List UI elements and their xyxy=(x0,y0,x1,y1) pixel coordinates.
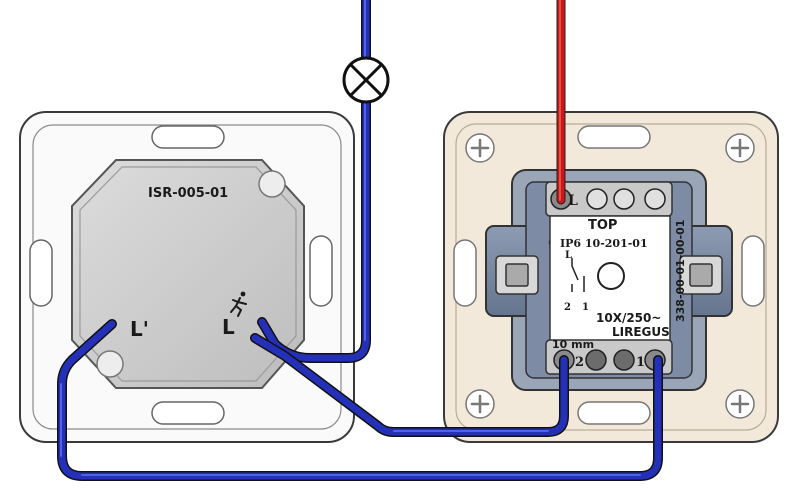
bottom-terminal-block xyxy=(545,339,673,375)
switch-rating: 10X/250~ xyxy=(596,311,661,325)
frame-slot-top xyxy=(577,125,651,149)
sensor-terminal-l: L xyxy=(222,315,235,339)
frame-slot-bottom xyxy=(577,401,651,425)
switch-contact-1: 1 xyxy=(582,302,589,313)
switch-contact-l: L xyxy=(565,250,572,261)
plate-slot-top xyxy=(151,125,225,149)
switch-insert: CE L TOP IP6 10-201-01 L 2 1 10X/250~ LI… xyxy=(485,169,733,391)
switch-contact-2: 2 xyxy=(564,302,571,313)
frame-slot-right xyxy=(741,235,765,307)
switch-bottom-2: 2 xyxy=(575,355,584,370)
motion-person-icon xyxy=(230,291,247,317)
switch-schematic-icon xyxy=(571,258,585,292)
switch-side-code: 338-00-01-00-01 xyxy=(674,220,687,322)
sensor-screw-bottom xyxy=(96,350,124,378)
sensor-model-label: ISR-005-01 xyxy=(148,186,228,201)
plate-slot-left xyxy=(29,239,53,307)
plate-slot-right xyxy=(309,235,333,307)
lamp-icon xyxy=(342,56,390,104)
frame-slot-left xyxy=(453,239,477,307)
switch-brand: LIREGUS xyxy=(612,325,670,339)
sensor-module: ISR-005-01 L' L xyxy=(71,159,305,389)
switch-model-code: IP6 10-201-01 xyxy=(560,237,648,250)
switch-bottom-1: 1 xyxy=(636,355,645,370)
wires xyxy=(57,0,663,481)
plate-slot-bottom xyxy=(151,401,225,425)
strip-length-label: 10 mm xyxy=(552,338,594,351)
switch-terminal-l: L xyxy=(568,193,578,209)
switch-center-hole xyxy=(597,262,625,290)
switch-top-label: TOP xyxy=(588,218,617,233)
switch-wire-1-blue xyxy=(58,320,662,480)
sensor-screw-top xyxy=(258,170,286,198)
sensor-terminal-lprime: L' xyxy=(130,317,149,341)
